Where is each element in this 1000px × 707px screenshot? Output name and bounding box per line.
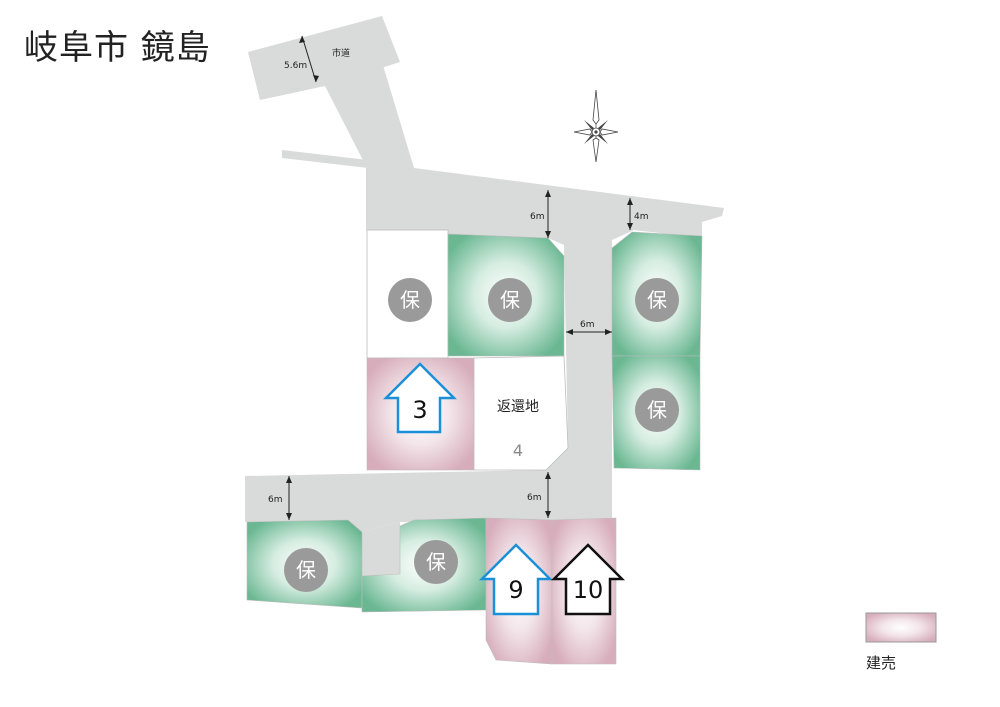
road-network xyxy=(245,16,724,576)
svg-text:保: 保 xyxy=(500,288,520,312)
city-road-top xyxy=(248,16,400,100)
road-lower-stub xyxy=(362,522,400,576)
lot-3-arrow: 3 xyxy=(382,362,458,434)
reserved-marker: 保 xyxy=(414,540,458,584)
up-arrow-icon xyxy=(478,543,554,616)
reserved-marker: 保 xyxy=(635,388,679,432)
dimension-label: 4m xyxy=(634,212,649,222)
main-road-horizontal xyxy=(366,168,724,250)
side-road-left xyxy=(282,150,368,168)
svg-text:保: 保 xyxy=(647,398,667,422)
legend-swatch xyxy=(865,612,937,643)
legend-label: 建売 xyxy=(866,654,897,672)
reserved-marker: 保 xyxy=(284,548,328,592)
svg-text:保: 保 xyxy=(647,288,667,312)
dimensions xyxy=(286,35,633,520)
returned-land-label: 返還地 xyxy=(497,399,539,415)
lots xyxy=(246,229,703,665)
dimension-label: 6m xyxy=(530,212,545,222)
road-lower-horizontal xyxy=(245,448,568,532)
reserved-marker: 保 xyxy=(388,278,432,322)
svg-text:保: 保 xyxy=(296,558,316,582)
compass-rose-icon xyxy=(573,89,619,163)
reserved-markers: 保 保 保 保 保 保 xyxy=(284,278,679,592)
svg-text:保: 保 xyxy=(400,288,420,312)
dimension-label: 6m xyxy=(580,320,595,330)
lot-returned-land xyxy=(473,355,569,471)
reserved-marker: 保 xyxy=(635,278,679,322)
road-center-vertical xyxy=(548,240,612,520)
lot-10-arrow: 10 xyxy=(550,543,626,616)
access-road-diagonal xyxy=(325,62,414,170)
lot-9-number: 9 xyxy=(508,576,523,604)
lot-10-number: 10 xyxy=(573,576,604,604)
dimension-label: 6m xyxy=(527,493,542,503)
city-road-label: 市道 xyxy=(332,47,350,59)
up-arrow-icon xyxy=(550,543,626,616)
dimension-label: 5.6m xyxy=(284,61,307,71)
reserved-marker: 保 xyxy=(488,278,532,322)
dimension-label: 6m xyxy=(268,495,283,505)
page-title: 岐阜市 鏡島 xyxy=(24,28,211,68)
returned-land-number: 4 xyxy=(513,441,523,460)
lot-9-arrow: 9 xyxy=(478,543,554,616)
svg-text:保: 保 xyxy=(426,550,446,574)
up-arrow-icon xyxy=(382,362,458,434)
lot-3-number: 3 xyxy=(412,396,427,424)
